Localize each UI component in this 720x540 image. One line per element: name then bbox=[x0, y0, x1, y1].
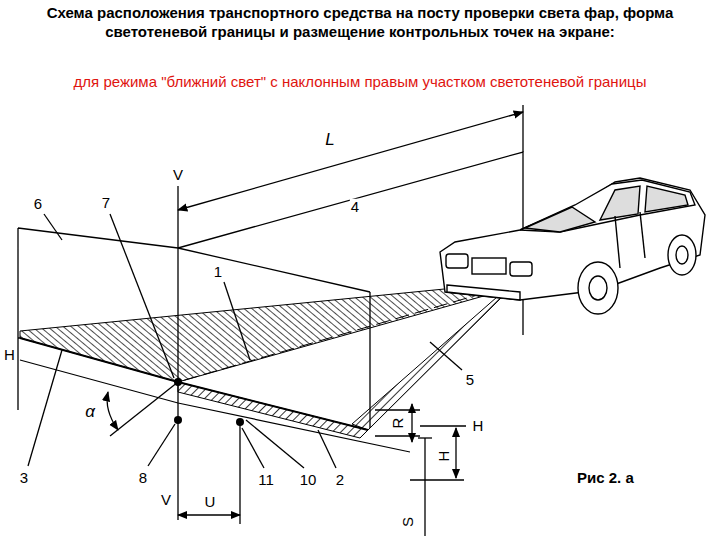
dimension-label: U bbox=[204, 494, 217, 511]
callout-number: 1 bbox=[213, 264, 223, 281]
callout-number: 10 bbox=[299, 472, 318, 489]
beam-area bbox=[20, 283, 505, 382]
callout-number: 6 bbox=[33, 196, 43, 213]
callout-number: 8 bbox=[138, 470, 148, 487]
plane-label: H bbox=[472, 418, 485, 435]
callout-number: 11 bbox=[257, 472, 275, 489]
dimension-label: L bbox=[324, 131, 335, 150]
dimension-line bbox=[455, 428, 456, 478]
callout-number: 3 bbox=[19, 470, 29, 487]
subtitle: для режима "ближний свет" с наклонным пр… bbox=[73, 74, 648, 91]
dimension-line bbox=[424, 438, 425, 536]
beam-area bbox=[352, 290, 505, 430]
h-line bbox=[20, 360, 410, 452]
callout-number: 2 bbox=[335, 472, 345, 489]
dimension-line bbox=[178, 112, 523, 210]
dimension-label: H bbox=[436, 450, 453, 463]
axis-label: V bbox=[172, 167, 184, 184]
figure-caption: Рис 2. а bbox=[577, 470, 634, 487]
dimension-label: R bbox=[390, 417, 407, 430]
angle-label: α bbox=[84, 403, 96, 422]
axis-label: H bbox=[3, 347, 16, 364]
dimension-label: S bbox=[400, 516, 417, 528]
title: Схема расположения транспортного средств… bbox=[8, 4, 712, 42]
cutoff-band bbox=[178, 382, 368, 438]
callout-number: 7 bbox=[101, 195, 111, 212]
callout-number: 5 bbox=[465, 372, 475, 389]
car bbox=[440, 178, 705, 314]
dimension-line bbox=[178, 514, 240, 515]
angle-arc bbox=[107, 392, 118, 430]
axis-label: V bbox=[160, 492, 172, 509]
callout-number: 4 bbox=[350, 199, 360, 216]
plane-line bbox=[420, 425, 466, 426]
cutoff-line bbox=[20, 338, 368, 430]
dimension-line bbox=[411, 404, 412, 442]
control-point bbox=[174, 378, 244, 426]
